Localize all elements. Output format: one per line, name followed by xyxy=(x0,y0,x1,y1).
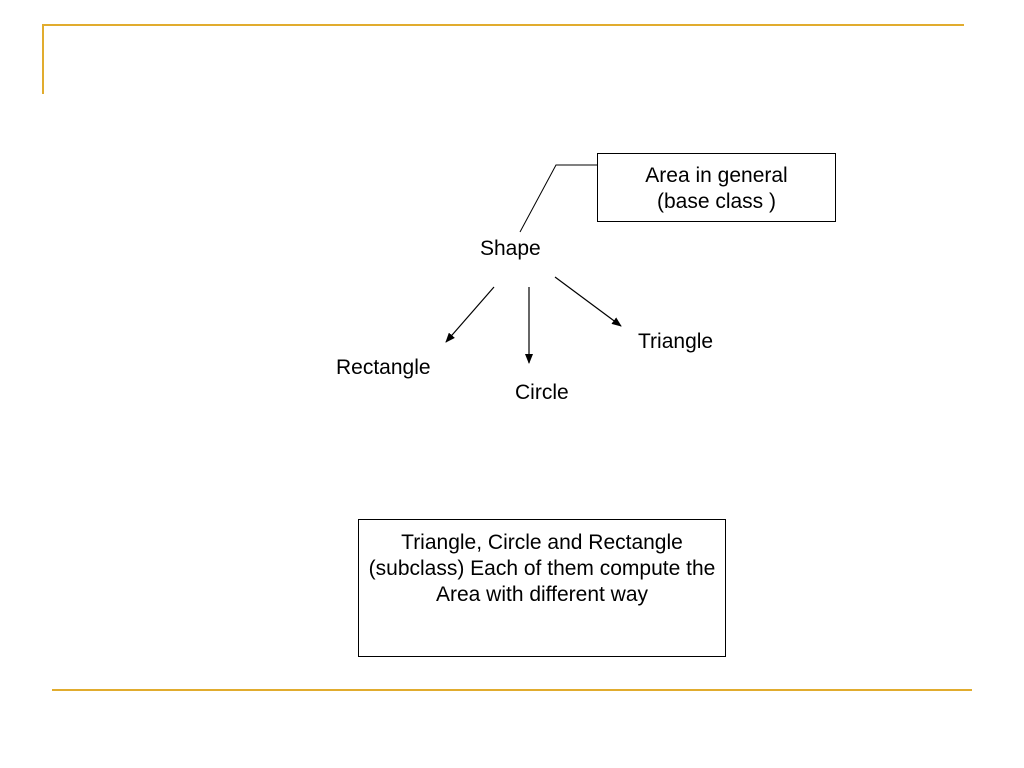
callout-leader-line xyxy=(519,164,597,233)
subclass-note-box: Triangle, Circle and Rectangle (subclass… xyxy=(358,519,726,657)
arrow-to-rectangle xyxy=(445,286,495,343)
node-rectangle: Rectangle xyxy=(336,356,431,379)
arrow-to-triangle xyxy=(554,276,622,327)
bottom-accent-line xyxy=(52,689,972,691)
callout-line-2: (base class ) xyxy=(656,190,777,213)
top-accent-line xyxy=(42,24,964,26)
subclass-note-text: Triangle, Circle and Rectangle (subclass… xyxy=(368,531,716,606)
base-class-callout-box: Area in general (base class ) xyxy=(597,153,836,222)
left-accent-line xyxy=(42,24,44,94)
node-circle: Circle xyxy=(515,381,569,404)
callout-line-1: Area in general xyxy=(645,164,788,187)
node-shape: Shape xyxy=(480,237,541,260)
node-triangle: Triangle xyxy=(638,330,714,353)
